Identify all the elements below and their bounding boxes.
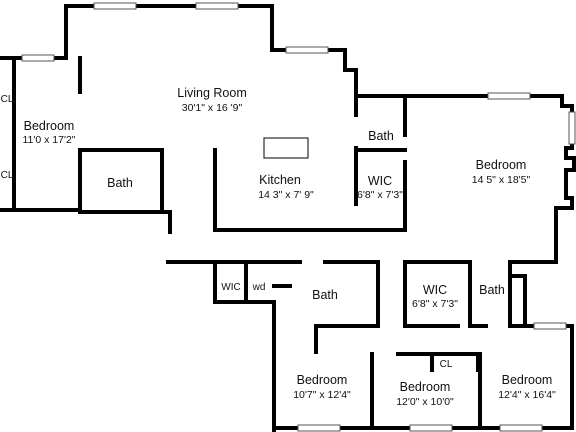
hall-bath-label: Bath xyxy=(312,288,338,302)
living-room-dimensions: 30'1" x 16 '9" xyxy=(182,102,243,114)
living-room-label: Living Room xyxy=(177,86,246,100)
master-bedroom-label: Bedroom xyxy=(476,158,527,172)
window xyxy=(568,111,576,145)
bath-w-north-wall xyxy=(78,148,172,234)
window xyxy=(499,424,543,432)
se-wic-north-wall xyxy=(403,260,488,328)
room-labels: Living Room 30'1" x 16 '9" CL Bedroom 11… xyxy=(1,86,556,408)
sm-closet-label: CL xyxy=(440,359,453,370)
se-bath-label: Bath xyxy=(479,283,505,297)
window xyxy=(93,2,137,10)
master-bath-label: Bath xyxy=(368,129,394,143)
window xyxy=(409,424,453,432)
west-bath-label: Bath xyxy=(107,176,133,190)
window xyxy=(21,54,55,62)
se-wic-dimensions: 6'8" x 7'3" xyxy=(412,298,458,310)
window xyxy=(285,46,329,54)
walls xyxy=(0,4,576,432)
north-wall xyxy=(64,4,576,326)
hall-north-wall-2 xyxy=(323,260,380,328)
kitchen-dimensions: 14 3" x 7' 9" xyxy=(258,189,314,201)
sm-bedroom-dimensions: 12'0" x 10'0" xyxy=(396,396,454,408)
hall-wic-label: WIC xyxy=(221,282,240,293)
se-wic-wall xyxy=(403,260,460,328)
sm-bedroom-label: Bedroom xyxy=(400,380,451,394)
master-wic-dimensions: 6'8" x 7'3" xyxy=(357,189,403,201)
west-closet-upper-label: CL xyxy=(1,94,14,105)
windows xyxy=(21,2,576,432)
master-bedroom-dimensions: 14 5" x 18'5" xyxy=(472,174,531,186)
kitchen-island xyxy=(263,137,309,159)
sw-bedroom-dimensions: 10'7" x 12'4" xyxy=(293,389,351,401)
washer-dryer-label: wd xyxy=(252,282,266,293)
se-bedroom-dimensions: 12'4" x 16'4" xyxy=(498,389,556,401)
west-bedroom-dimensions: 11'0 x 17'2" xyxy=(22,134,75,146)
se-bedroom-label: Bedroom xyxy=(502,373,553,387)
master-wic-label: WIC xyxy=(368,174,392,188)
se-bath-south-wall xyxy=(508,324,574,352)
sw-bedroom-label: Bedroom xyxy=(297,373,348,387)
window xyxy=(297,424,341,432)
window xyxy=(533,322,567,330)
west-bedroom-label: Bedroom xyxy=(24,119,75,133)
se-wic-label: WIC xyxy=(423,283,447,297)
sm-bedroom-north-wall xyxy=(396,352,480,372)
kitchen-label: Kitchen xyxy=(259,173,301,187)
window xyxy=(487,92,531,100)
west-closet-lower-label: CL xyxy=(1,170,14,181)
window xyxy=(195,2,239,10)
